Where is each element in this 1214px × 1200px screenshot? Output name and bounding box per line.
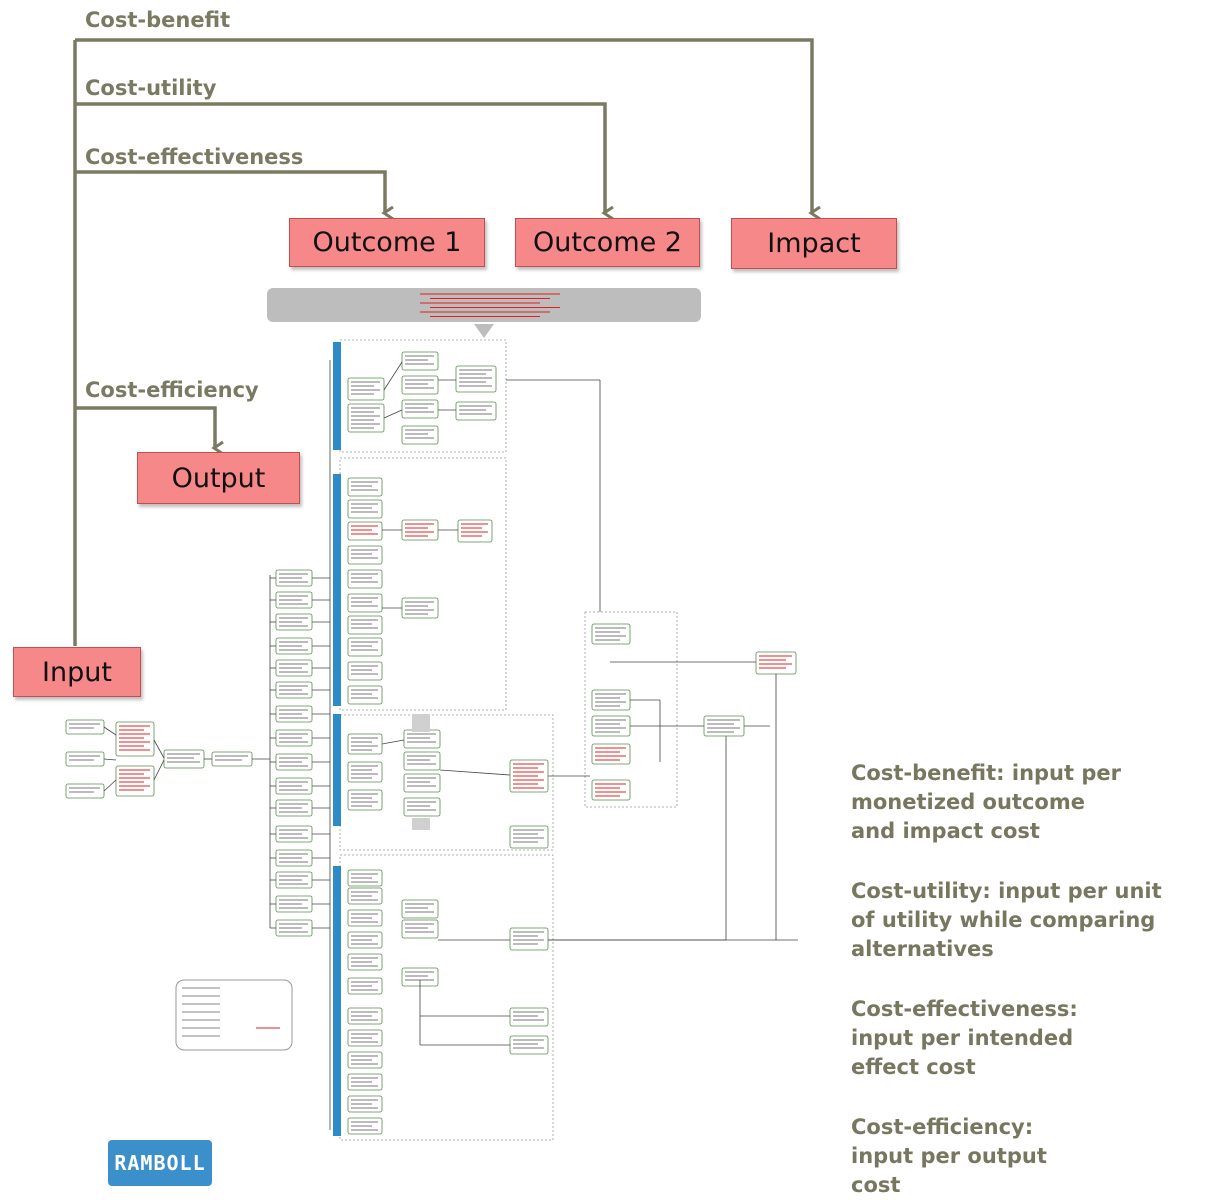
flow-node [509,825,549,849]
impact-box: Impact [731,218,897,269]
desc-line: Cost-utility: input per unit [851,879,1162,903]
flow-node [403,773,441,793]
flow-banner [267,288,701,322]
cost-effectiveness-arrow [75,170,385,213]
flow-node [591,779,631,801]
flow-legend [175,979,293,1051]
flow-connector [381,739,405,745]
flow-node [347,789,383,811]
flow-node [347,499,383,519]
cost-effectiveness-description: Cost-effectiveness: input per intended e… [851,995,1211,1082]
cost-utility-description: Cost-utility: input per unit of utility … [851,877,1211,964]
output-box: Output [137,452,300,504]
flow-node [347,637,383,657]
flow-node [509,1007,549,1027]
flow-node [457,519,493,543]
ramboll-logo: RAMBOLL [108,1140,212,1186]
cost-benefit-label: Cost-benefit [85,8,231,32]
flow-blue-bar [333,474,341,706]
flow-blue-bar [333,866,341,1136]
flow-node [401,399,439,419]
flow-node [347,685,383,705]
flow-connector [439,769,511,776]
desc-line: alternatives [851,937,994,961]
flow-node [347,477,383,497]
desc-line: input per intended [851,1026,1074,1050]
flow-node [703,715,745,737]
flow-node [591,689,631,711]
flow-node [347,569,383,589]
flow-node [347,521,383,541]
flow-connector [153,759,165,781]
flow-node [401,351,439,371]
flow-node [347,593,383,613]
flow-node [401,519,439,541]
flow-group-box [584,611,678,808]
flow-node [401,919,439,939]
flow-node [591,743,631,765]
desc-line: Cost-benefit: input per [851,761,1121,785]
flow-connector [153,739,165,759]
desc-line: input per output [851,1144,1047,1168]
flow-node [401,597,439,619]
cost-benefit-description: Cost-benefit: input per monetized outcom… [851,759,1211,846]
input-box: Input [13,647,141,697]
cost-efficiency-description: Cost-efficiency: input per output cost [851,1113,1211,1200]
desc-line: Cost-efficiency: [851,1115,1034,1139]
flow-node [401,899,439,919]
flow-banner-arrow [474,324,494,338]
flow-node [403,751,441,771]
flow-blue-bar [333,342,341,450]
flow-node [347,661,383,681]
flow-node [509,927,549,951]
cost-utility-arrow [75,102,605,213]
cost-utility-label: Cost-utility [85,76,217,100]
flow-node [755,651,797,675]
flow-node [347,733,383,755]
flow-node [403,797,441,817]
flow-node [163,749,205,769]
flow-node [509,1035,549,1055]
flow-node [347,377,385,401]
flow-connector [103,779,117,792]
flow-node [401,425,439,445]
desc-line: of utility while comparing [851,908,1156,932]
flow-node [65,719,105,735]
flow-blue-bar [333,714,341,826]
outcome1-box: Outcome 1 [289,218,485,267]
flow-node [65,751,105,767]
flow-node [115,721,155,757]
desc-line: cost [851,1173,901,1197]
cost-effectiveness-label: Cost-effectiveness [85,145,304,169]
flow-node [591,623,631,645]
desc-line: Cost-effectiveness: [851,997,1078,1021]
cost-benefit-arrow [75,38,812,213]
flow-node [211,751,253,767]
desc-line: effect cost [851,1055,976,1079]
desc-line: monetized outcome [851,790,1085,814]
flow-node [403,729,441,749]
flow-connector [383,361,403,391]
flow-node [455,401,497,421]
flow-node [347,545,383,565]
desc-line: and impact cost [851,819,1040,843]
flow-node [591,715,631,737]
flow-grey-arrow [412,714,430,732]
flow-node [347,761,383,783]
flow-connector [103,758,117,761]
cost-efficiency-arrow [75,406,215,448]
flow-connector [383,409,403,419]
flow-grey-arrow [412,818,430,830]
flow-node [65,783,105,799]
flow-connector [103,726,117,736]
flow-node [401,375,439,395]
outcome2-box: Outcome 2 [515,218,700,267]
cost-efficiency-label: Cost-efficiency [85,378,259,402]
flow-node [347,615,383,635]
